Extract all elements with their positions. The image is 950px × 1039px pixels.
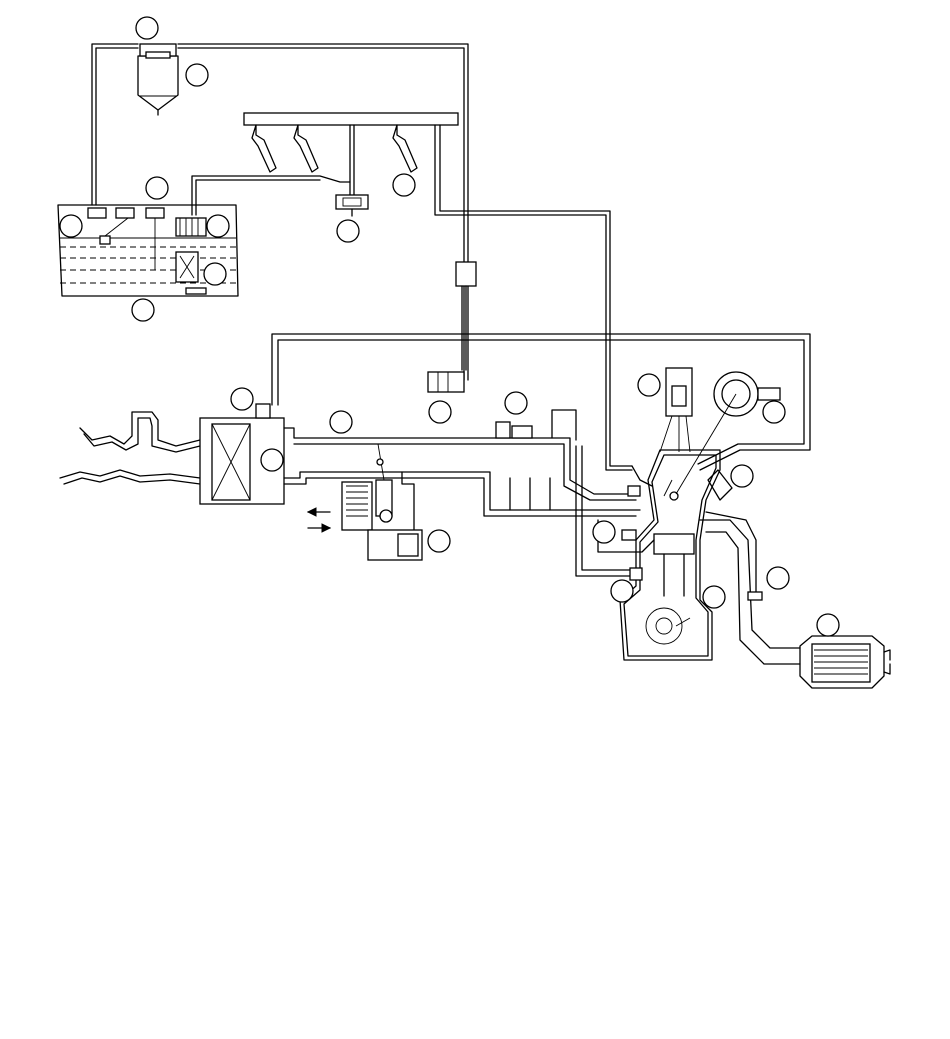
callout-circle bbox=[59, 214, 83, 238]
callout-circle bbox=[762, 400, 786, 424]
vent-hose-loop bbox=[271, 333, 811, 471]
intake-manifold-duct bbox=[283, 409, 641, 517]
catalytic-converter bbox=[799, 635, 891, 689]
callout-circle bbox=[702, 585, 726, 609]
callout-circle bbox=[145, 176, 169, 200]
throttle-body bbox=[341, 443, 415, 531]
callout-circle bbox=[206, 214, 230, 238]
air-intake-duct bbox=[59, 411, 201, 485]
callout-circle bbox=[610, 579, 634, 603]
engine-block bbox=[619, 449, 721, 661]
fuel-injector bbox=[251, 124, 418, 173]
callout-circle bbox=[329, 410, 353, 434]
fuel-pressure-regulator bbox=[191, 175, 369, 217]
camshaft-sensor bbox=[659, 367, 693, 453]
callout-circle bbox=[135, 16, 159, 40]
idle-air-control-valve bbox=[367, 529, 423, 561]
callout-circle bbox=[816, 613, 840, 637]
callout-circle bbox=[392, 173, 416, 197]
callout-circle bbox=[637, 373, 661, 397]
exhaust-pipe bbox=[699, 511, 801, 665]
flow-arrows bbox=[306, 507, 332, 533]
callout-circle bbox=[203, 262, 227, 286]
vapor-line bbox=[427, 261, 477, 393]
fuel-tank bbox=[57, 204, 239, 297]
distributor bbox=[675, 371, 781, 495]
callout-circle bbox=[592, 520, 616, 544]
callout-circle bbox=[428, 400, 452, 424]
callout-circle bbox=[185, 63, 209, 87]
callout-circle bbox=[260, 448, 284, 472]
callout-circle bbox=[766, 566, 790, 590]
callout-circle bbox=[730, 464, 754, 488]
spark-plug-wires bbox=[627, 465, 733, 501]
callout-circle bbox=[336, 219, 360, 243]
callout-circle bbox=[427, 529, 451, 553]
fuel-filter bbox=[137, 43, 179, 116]
callout-circle bbox=[504, 391, 528, 415]
callout-markers bbox=[59, 16, 840, 637]
callout-circle bbox=[131, 298, 155, 322]
fuel-rail bbox=[243, 112, 633, 471]
callout-circle bbox=[230, 387, 254, 411]
